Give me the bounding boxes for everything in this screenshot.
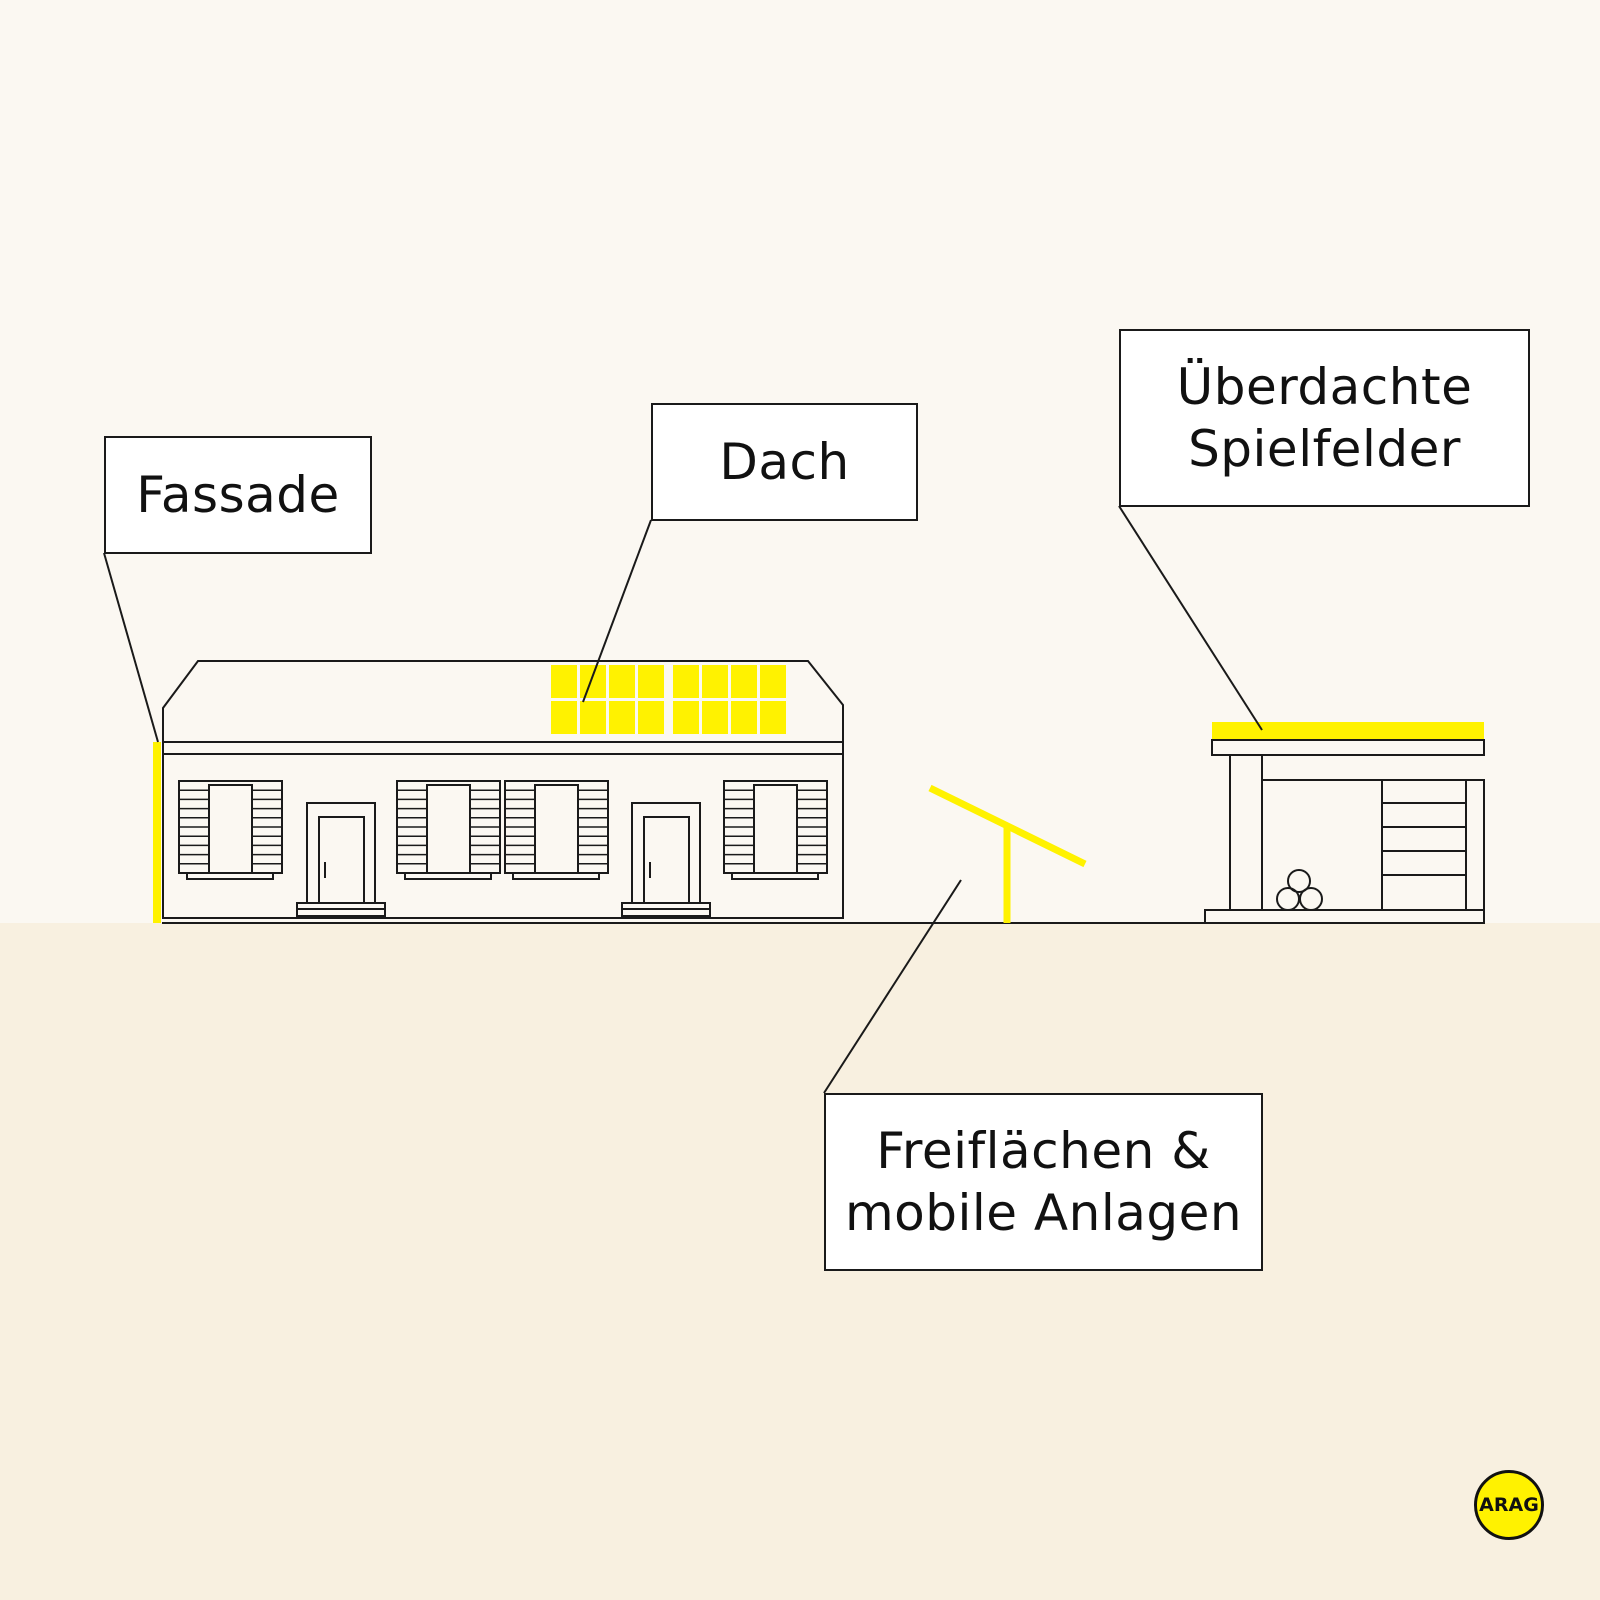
solar-panel-cell bbox=[551, 701, 577, 734]
house-door-1 bbox=[296, 802, 386, 917]
spielfelder-leader-line bbox=[1118, 505, 1263, 731]
solar-panel-cell bbox=[580, 701, 606, 734]
arag-logo-text: ARAG bbox=[1479, 1494, 1539, 1516]
house-window-2 bbox=[396, 780, 501, 880]
house-roof bbox=[162, 660, 844, 742]
solar-panel-cell bbox=[760, 665, 786, 698]
solar-panel-cell bbox=[731, 701, 757, 734]
label-spielfelder-line2: Spielfelder bbox=[1188, 420, 1461, 478]
freiflaechen-leader-line bbox=[823, 879, 962, 1094]
label-dach: Dach bbox=[651, 403, 918, 521]
dach-leader-line bbox=[582, 519, 652, 703]
shelter-roof-highlight bbox=[1212, 722, 1484, 740]
house-window-1 bbox=[178, 780, 283, 880]
facade-highlight bbox=[153, 742, 161, 923]
solar-panel-cell bbox=[760, 701, 786, 734]
house-window-3 bbox=[504, 780, 609, 880]
solar-panel-cell bbox=[673, 665, 699, 698]
solar-panel-cell bbox=[702, 665, 728, 698]
label-fassade-text: Fassade bbox=[136, 466, 340, 524]
solar-panel-cell bbox=[551, 665, 577, 698]
roof-solar-panels bbox=[551, 665, 786, 734]
label-spielfelder-line1: Überdachte bbox=[1176, 358, 1473, 416]
house-cornice bbox=[162, 741, 844, 755]
solar-panel-cell bbox=[638, 665, 664, 698]
shelter-balls bbox=[1276, 869, 1323, 911]
house bbox=[153, 660, 844, 923]
shelter-storage-rack bbox=[1381, 779, 1467, 911]
solar-panel-cell bbox=[580, 665, 606, 698]
label-ueberdachte-spielfelder: Überdachte Spielfelder bbox=[1119, 329, 1530, 507]
fassade-leader-line bbox=[103, 552, 159, 743]
shelter-post bbox=[1229, 754, 1263, 911]
house-door-2 bbox=[621, 802, 711, 917]
solar-panel-cell bbox=[609, 701, 635, 734]
solar-panel-cell bbox=[673, 701, 699, 734]
house-window-4 bbox=[723, 780, 828, 880]
mobile-solar-panel bbox=[928, 784, 1087, 923]
ground-background bbox=[0, 923, 1600, 1600]
shelter-base bbox=[1204, 909, 1485, 924]
solar-panel-cell bbox=[638, 701, 664, 734]
label-dach-text: Dach bbox=[719, 433, 850, 491]
shelter bbox=[1204, 722, 1485, 924]
label-freiflaechen-line2: mobile Anlagen bbox=[844, 1184, 1243, 1242]
solar-panel-cell bbox=[702, 701, 728, 734]
solar-panel-cell bbox=[609, 665, 635, 698]
label-fassade: Fassade bbox=[104, 436, 372, 554]
shelter-roof bbox=[1211, 739, 1485, 756]
arag-logo: ARAG bbox=[1474, 1470, 1544, 1540]
label-freiflaechen: Freiflächen & mobile Anlagen bbox=[824, 1093, 1263, 1271]
label-freiflaechen-line1: Freiflächen & bbox=[876, 1122, 1211, 1180]
solar-panel-cell bbox=[731, 665, 757, 698]
